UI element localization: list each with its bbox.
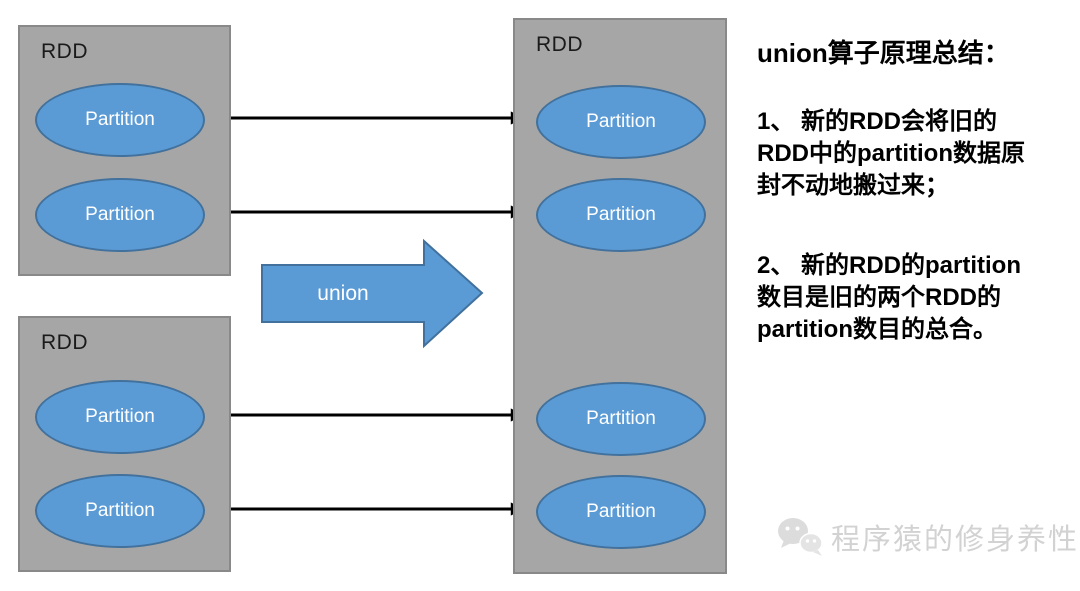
notes-point-2: 2、 新的RDD的partition 数目是旧的两个RDD的 partition… xyxy=(757,252,1021,343)
notes-point-1: 1、 新的RDD会将旧的 RDD中的partition数据原 封不动地搬过来； xyxy=(757,108,1025,199)
partition-ellipse: Partition xyxy=(35,474,205,548)
union-operator-label: union xyxy=(317,281,369,305)
wechat-icon xyxy=(778,518,823,556)
rdd-label: RDD xyxy=(41,331,88,354)
partition-label: Partition xyxy=(85,500,155,521)
partition-label: Partition xyxy=(586,204,656,225)
rdd-box-source-bottom: RDD Partition Partition xyxy=(18,316,231,572)
partition-ellipse: Partition xyxy=(536,382,706,456)
partition-label: Partition xyxy=(586,408,656,429)
partition-ellipse: Partition xyxy=(35,380,205,454)
partition-ellipse: Partition xyxy=(35,83,205,157)
partition-ellipse: Partition xyxy=(536,178,706,252)
watermark-text: 程序猿的修身养性 xyxy=(831,524,1080,556)
rdd-box-source-top: RDD Partition Partition xyxy=(18,25,231,276)
partition-label: Partition xyxy=(586,111,656,132)
partition-ellipse: Partition xyxy=(35,178,205,252)
rdd-box-result: RDD Partition Partition Partition Partit… xyxy=(513,18,727,574)
partition-ellipse: Partition xyxy=(536,85,706,159)
notes-title: union算子原理总结： xyxy=(757,38,1010,68)
rdd-label: RDD xyxy=(536,33,583,56)
partition-label: Partition xyxy=(586,501,656,522)
partition-ellipse: Partition xyxy=(536,475,706,549)
rdd-label: RDD xyxy=(41,40,88,63)
partition-label: Partition xyxy=(85,204,155,225)
partition-label: Partition xyxy=(85,109,155,130)
watermark: 程序猿的修身养性 xyxy=(776,516,1079,558)
partition-label: Partition xyxy=(85,406,155,427)
